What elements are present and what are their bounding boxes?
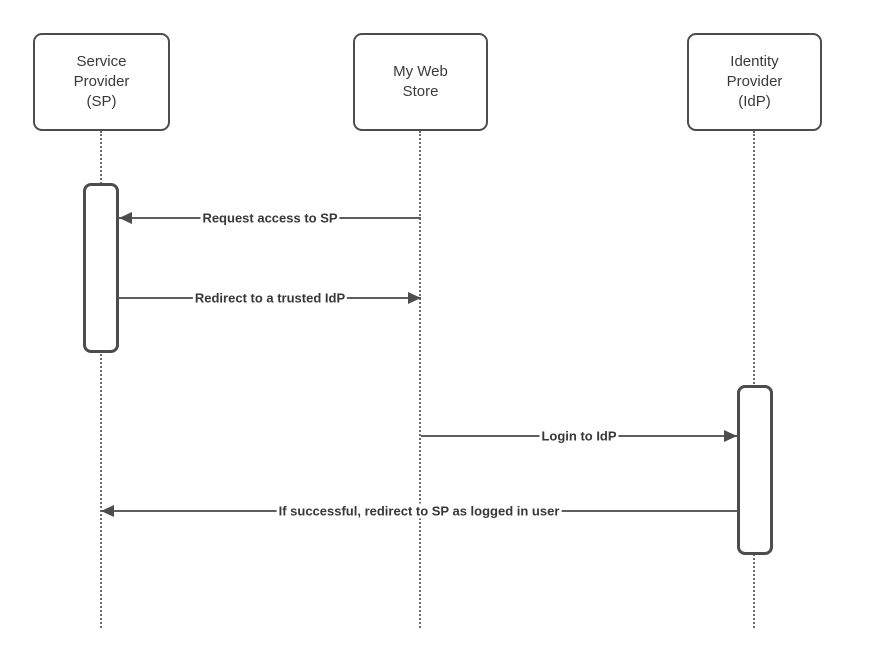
arrowhead-right-icon	[724, 430, 737, 442]
message-label: If successful, redirect to SP as logged …	[276, 503, 562, 519]
message-label: Request access to SP	[200, 210, 340, 226]
actor-identity-provider: Identity Provider (IdP)	[687, 33, 822, 131]
message-redirect-to-trusted-idp: Redirect to a trusted IdP	[119, 288, 421, 308]
arrowhead-left-icon	[119, 212, 132, 224]
activation-bar-identity-provider	[737, 385, 773, 555]
actor-identity-provider-label: Identity Provider (IdP)	[726, 53, 783, 110]
message-redirect-to-sp-logged-in: If successful, redirect to SP as logged …	[101, 501, 737, 521]
lifeline-my-web-store	[419, 131, 421, 628]
lifeline-service-provider	[100, 131, 102, 628]
arrowhead-right-icon	[408, 292, 421, 304]
activation-bar-service-provider	[83, 183, 119, 353]
actor-service-provider: Service Provider (SP)	[33, 33, 170, 131]
arrowhead-left-icon	[101, 505, 114, 517]
actor-my-web-store-label: My Web Store	[393, 63, 448, 100]
actor-my-web-store: My Web Store	[353, 33, 488, 131]
message-label: Login to IdP	[539, 428, 619, 444]
message-label: Redirect to a trusted IdP	[192, 290, 348, 306]
actor-service-provider-label: Service Provider (SP)	[73, 53, 130, 110]
message-login-to-idp: Login to IdP	[421, 426, 737, 446]
lifeline-identity-provider	[753, 131, 755, 628]
message-request-access-to-sp: Request access to SP	[119, 208, 421, 228]
